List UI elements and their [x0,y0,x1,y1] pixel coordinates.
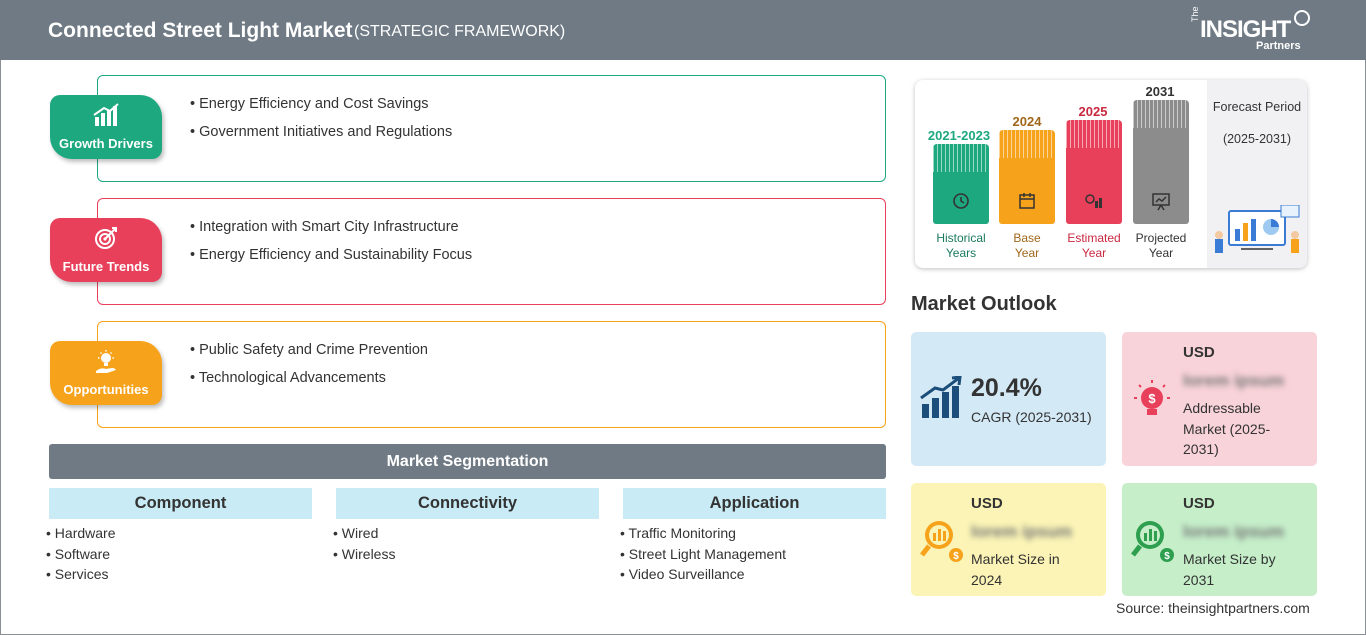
page-title: Connected Street Light Market [48,19,353,42]
list-item: Integration with Smart City Infrastructu… [190,219,472,247]
segment-application-heading: Application [623,488,886,519]
cagr-box: 20.4% CAGR (2025-2031) [911,332,1106,466]
size-2024-label: Market Size in 2024 [971,551,1060,588]
growth-drivers-card: Energy Efficiency and Cost Savings Gover… [97,75,886,182]
magnifier-chart-icon: $ [919,517,965,568]
future-trends-badge: Future Trends [50,218,162,282]
list-item: Wired [333,525,395,546]
segment-connectivity-list: Wired Wireless [333,525,396,567]
addressable-market-box: $ USD lorem ipsum Addressable Market (20… [1122,332,1317,466]
size-2031-value: lorem ipsum [1183,522,1285,541]
opportunities-label: Opportunities [63,382,149,397]
growth-chart-icon [50,103,162,132]
timeline-label-historical: Historical Years [936,231,986,260]
magnifier-chart-icon: $ [1130,517,1176,568]
calendar-icon [999,191,1055,216]
history-clock-icon [933,191,989,216]
list-item: Energy Efficiency and Sustainability Foc… [190,247,472,275]
addressable-label: Addressable Market (2025-2031) [1183,400,1271,457]
timeline-label-projected: Projected Year [1135,231,1187,260]
cagr-label: CAGR (2025-2031) [971,409,1092,425]
timeline-year-projected: 2031 [1145,84,1175,99]
segment-application-list: Traffic Monitoring Street Light Manageme… [620,525,786,587]
forecast-period-range: (2025-2031) [1222,132,1292,146]
future-trends-card: Integration with Smart City Infrastructu… [97,198,886,305]
page-subtitle: (STRATEGIC FRAMEWORK) [354,23,566,40]
list-item: Hardware [46,525,116,546]
list-item: Services [46,566,116,587]
opportunities-list: Public Safety and Crime Prevention Techn… [190,342,428,398]
opportunities-badge: Opportunities [50,341,162,405]
logo-insight: INSIGHT [1200,16,1291,43]
logo-the: The [1190,6,1200,22]
insight-partners-logo: The INSIGHT Partners [1190,6,1320,54]
target-icon [50,226,162,255]
lightbulb-hand-icon [50,349,162,380]
list-item: Video Surveillance [620,566,786,587]
timeline-bar-base [999,130,1055,224]
settings-chart-icon [1066,191,1122,216]
list-item: Traffic Monitoring [620,525,786,546]
list-item: Software [46,546,116,567]
list-item: Wireless [333,546,396,567]
money-bulb-icon: $ [1132,378,1172,427]
segment-component-heading: Component [49,488,312,519]
growth-drivers-label: Growth Drivers [59,136,153,151]
size-2031-label: Market Size by 2031 [1183,551,1276,588]
timeline-bar-historical [933,144,989,224]
list-item: Technological Advancements [190,370,428,398]
logo-ring-icon [1294,10,1310,26]
addressable-value: lorem ipsum [1183,371,1285,390]
growth-drivers-list: Energy Efficiency and Cost Savings Gover… [190,96,452,152]
cagr-value: 20.4% [971,374,1042,402]
list-item: Public Safety and Crime Prevention [190,342,428,370]
market-segmentation-header: Market Segmentation [49,444,886,479]
market-outlook-title: Market Outlook [911,293,1057,315]
svg-text:$: $ [953,551,959,562]
size-2024-value: lorem ipsum [971,522,1073,541]
timeline-panel: Forecast Period (2025-2031) 2021-2023 Hi… [915,80,1307,268]
size-2024-currency: USD [971,495,1003,512]
timeline-label-estimated: Estimated Year [1067,231,1121,260]
opportunities-card: Public Safety and Crime Prevention Techn… [97,321,886,428]
presentation-board-icon [1133,191,1189,216]
timeline-year-historical: 2021-2023 [927,128,991,143]
list-item: Government Initiatives and Regulations [190,124,452,152]
logo-partners: Partners [1256,40,1301,52]
future-trends-list: Integration with Smart City Infrastructu… [190,219,472,275]
forecast-analytics-illustration-icon [1211,204,1303,257]
source-credit: Source: theinsightpartners.com [1116,600,1310,616]
svg-text:$: $ [1148,391,1156,406]
timeline-label-base: Base Year [1013,231,1041,260]
svg-text:$: $ [1164,551,1170,562]
timeline-bar-projected [1133,100,1189,224]
timeline-year-base: 2024 [1012,114,1042,129]
segment-connectivity-heading: Connectivity [336,488,599,519]
market-size-2024-box: $ USD lorem ipsum Market Size in 2024 [911,483,1106,596]
segment-component-list: Hardware Software Services [46,525,116,587]
timeline-bar-estimated [1066,120,1122,224]
growth-drivers-badge: Growth Drivers [50,95,162,159]
header-bar: Connected Street Light Market (STRATEGIC… [0,0,1366,60]
future-trends-label: Future Trends [62,259,150,274]
list-item: Street Light Management [620,546,786,567]
market-size-2031-box: $ USD lorem ipsum Market Size by 2031 [1122,483,1317,596]
timeline-year-estimated: 2025 [1078,104,1108,119]
growth-bar-chart-icon [919,375,963,425]
addressable-currency: USD [1183,344,1215,361]
size-2031-currency: USD [1183,495,1215,512]
list-item: Energy Efficiency and Cost Savings [190,96,452,124]
forecast-period-title: Forecast Period [1212,100,1302,114]
